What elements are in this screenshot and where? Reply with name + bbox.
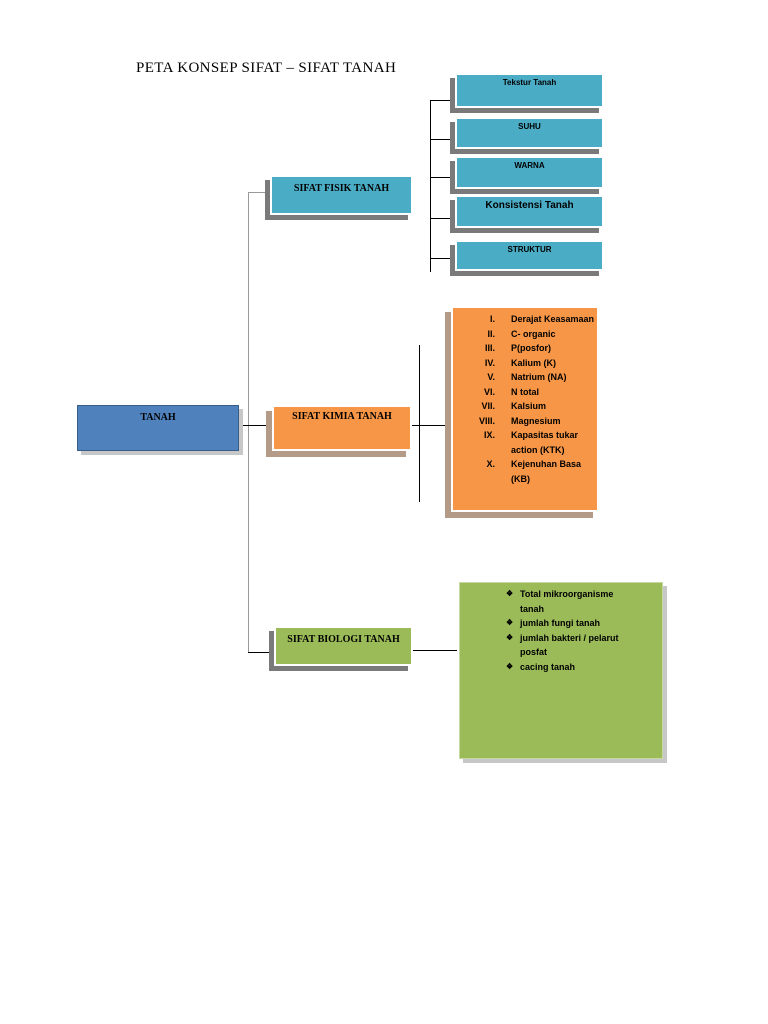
physical-item-label: WARNA: [514, 161, 545, 170]
chemical-item: III. P(posfor): [471, 341, 601, 356]
chemical-item-number: VII.: [481, 401, 495, 411]
physical-item: Konsistensi Tanah: [455, 195, 604, 228]
chemical-item: VIII. Magnesium: [471, 414, 601, 429]
biological-item: ❖ jumlah fungi tanah: [506, 616, 638, 631]
chemical-item: V. Natrium (NA): [471, 370, 601, 385]
biological-list: ❖ Total mikroorganisme tanah ❖ jumlah fungi…: [459, 582, 663, 759]
biological-item-text: jumlah bakteri / pelarut posfat: [520, 632, 619, 658]
root-node: TANAH: [77, 405, 239, 451]
connector-biological-link: [412, 650, 457, 651]
chemical-item: II. C- organic: [471, 327, 601, 342]
chemical-item-number: IX.: [483, 430, 495, 440]
chemical-item: VI. N total: [471, 385, 601, 400]
chemical-item-number: VIII.: [478, 415, 495, 426]
connector-chemical-spine: [419, 345, 420, 502]
connector-physical-item: [430, 100, 454, 101]
biological-node: SIFAT BIOLOGI TANAH: [274, 626, 413, 666]
chemical-node: SIFAT KIMIA TANAH: [272, 405, 412, 451]
chemical-item: IV. Kalium (K): [471, 356, 601, 371]
chemical-label: SIFAT KIMIA TANAH: [292, 411, 392, 422]
chemical-item-number: IV.: [484, 357, 495, 368]
chemical-item-text: P(posfor): [511, 343, 551, 353]
connector-chemical-link: [412, 425, 450, 426]
root-label: TANAH: [140, 412, 176, 423]
connector-physical-item: [430, 139, 454, 140]
chemical-item: IX. Kapasitas tukar action (KTK): [471, 428, 601, 457]
chemical-item-number: V.: [487, 372, 495, 382]
connector-physical-item: [430, 177, 454, 178]
connector-trunk: [248, 192, 249, 652]
chemical-item: I. Derajat Keasamaan: [471, 312, 601, 327]
biological-item: ❖ jumlah bakteri / pelarut posfat: [506, 631, 638, 660]
chemical-item-number: I.: [489, 314, 495, 324]
chemical-item-text: Kalsium: [511, 401, 547, 411]
chemical-item-text: Derajat Keasamaan: [511, 314, 595, 324]
biological-items: ❖ Total mikroorganisme tanah ❖ jumlah fungi…: [506, 587, 638, 674]
biological-item-text: Total mikroorganisme tanah: [520, 589, 614, 614]
biological-label: SIFAT BIOLOGI TANAH: [287, 634, 400, 645]
connector-physical-spine: [430, 100, 431, 272]
physical-item: SUHU: [455, 117, 604, 149]
physical-item-label: SUHU: [518, 122, 541, 131]
chemical-item-number: X.: [486, 459, 495, 469]
diamond-bullet-icon: ❖: [506, 632, 514, 642]
connector-biologi: [248, 652, 272, 653]
physical-item: STRUKTUR: [455, 240, 604, 271]
chemical-item-text: C- organic: [511, 328, 556, 339]
physical-item: WARNA: [455, 156, 604, 189]
chemical-item-text: Natrium (NA): [511, 372, 567, 382]
physical-item: Tekstur Tanah: [455, 73, 604, 108]
connector-physical-item: [430, 218, 454, 219]
chemical-item-number: II.: [487, 328, 495, 339]
diamond-bullet-icon: ❖: [506, 589, 514, 598]
connector-fisik: [248, 192, 270, 193]
connector-root: [240, 425, 270, 426]
chemical-item-number: III.: [484, 343, 495, 353]
diamond-bullet-icon: ❖: [506, 661, 514, 671]
physical-item-label: Tekstur Tanah: [502, 78, 557, 87]
physical-node: SIFAT FISIK TANAH: [270, 175, 413, 215]
physical-item-label: Konsistensi Tanah: [485, 200, 574, 211]
connector-physical-item: [430, 258, 454, 259]
physical-item-label: STRUKTUR: [507, 245, 552, 254]
chemical-item-number: VI.: [483, 386, 495, 397]
diamond-bullet-icon: ❖: [506, 618, 514, 627]
chemical-item-text: Kalium (K): [511, 357, 556, 368]
page-title: PETA KONSEP SIFAT – SIFAT TANAH: [136, 60, 397, 76]
biological-item: ❖ cacing tanah: [506, 660, 638, 675]
physical-label: SIFAT FISIK TANAH: [293, 183, 390, 194]
chemical-item-text: Magnesium: [511, 415, 561, 426]
chemical-item-text: Kejenuhan Basa (KB): [511, 459, 582, 484]
chemical-item: VII. Kalsium: [471, 399, 601, 414]
chemical-item-text: N total: [511, 386, 539, 397]
biological-item-text: cacing tanah: [520, 661, 576, 672]
chemical-item: X. Kejenuhan Basa (KB): [471, 457, 601, 486]
chemical-item-text: Kapasitas tukar action (KTK): [511, 430, 579, 455]
biological-item: ❖ Total mikroorganisme tanah: [506, 587, 638, 616]
biological-item-text: jumlah fungi tanah: [520, 618, 600, 628]
